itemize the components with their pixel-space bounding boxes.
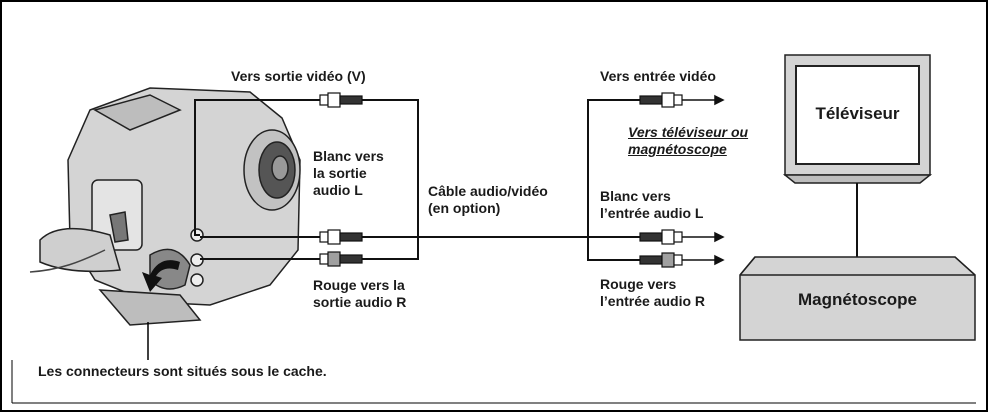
label-white-in: Blanc vers l’entrée audio L	[600, 188, 704, 221]
right-plug-video	[639, 92, 683, 108]
label-video-out: Vers sortie vidéo (V)	[231, 68, 366, 84]
vcr-icon	[739, 256, 976, 341]
right-cable-lines	[587, 99, 640, 261]
left-plug-red	[319, 251, 363, 267]
label-white-out: Blanc vers la sortie audio L	[313, 148, 384, 198]
curved-arrow-icon	[142, 260, 180, 292]
vcr-label: Magnétoscope	[797, 290, 918, 309]
camcorder-icon	[29, 87, 301, 326]
label-cable: Câble audio/vidéo (en option)	[428, 183, 548, 216]
television-icon	[782, 54, 933, 184]
right-plug-red	[639, 252, 683, 268]
left-plug-video	[319, 92, 363, 108]
connectors-note: Les connecteurs sont situés sous le cach…	[38, 363, 327, 379]
left-cable-lines	[194, 99, 588, 260]
label-to-tv-vcr: Vers téléviseur ou magnétoscope	[628, 124, 749, 157]
label-video-in: Vers entrée vidéo	[600, 68, 716, 84]
label-red-out: Rouge vers la sortie audio R	[313, 277, 407, 310]
left-plug-white	[319, 229, 363, 245]
tv-label: Téléviseur	[815, 104, 900, 123]
label-red-in: Rouge vers l’entrée audio R	[600, 276, 706, 309]
right-plug-white	[639, 229, 683, 245]
arrow-right-icon	[682, 94, 725, 266]
